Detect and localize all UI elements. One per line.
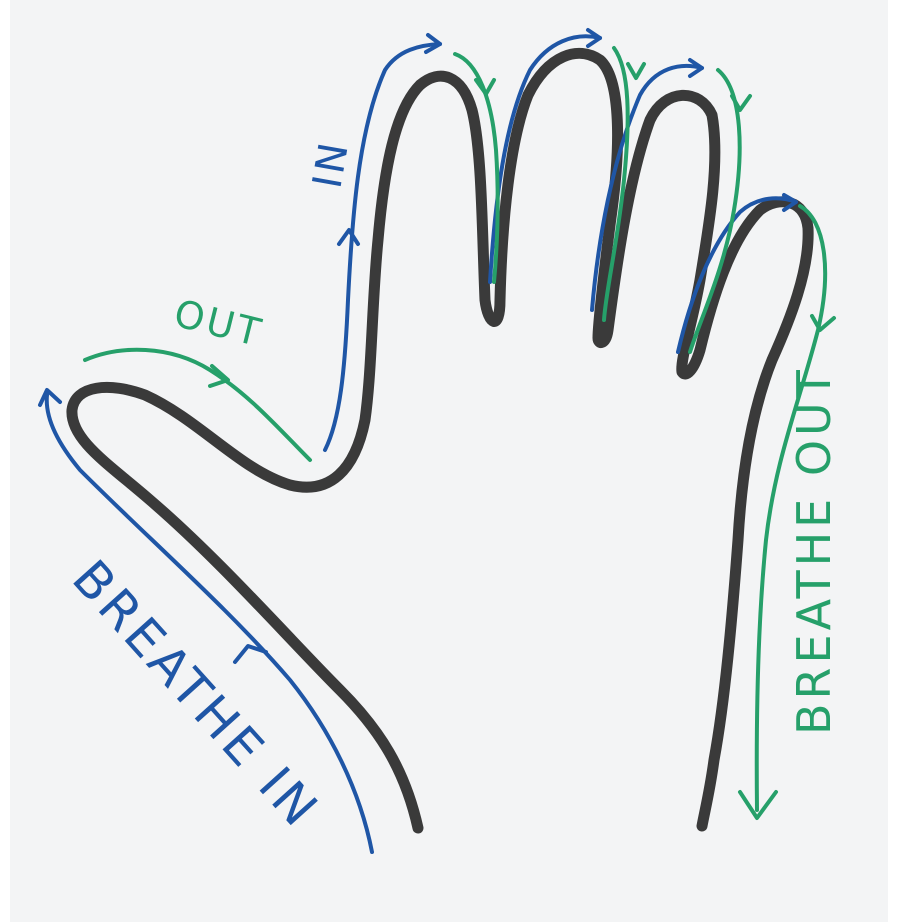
label-breathe-out: BREATHE OUT (787, 366, 841, 735)
label-in: IN (305, 137, 359, 192)
